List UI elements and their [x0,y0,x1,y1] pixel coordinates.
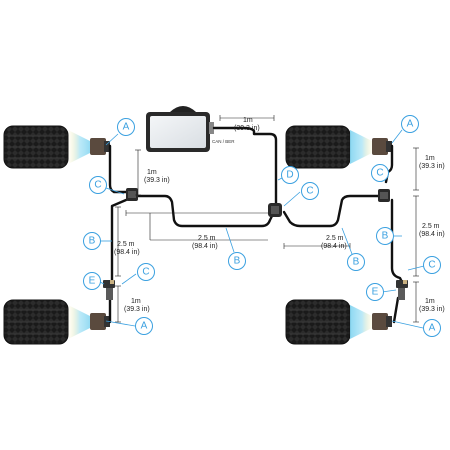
dim-center-right-length: 2.5 m [326,235,344,242]
dim-center-right-inches: (98.4 in) [321,243,347,250]
callouts [83,115,441,337]
callout-c-bottom-right: C [428,260,435,271]
callout-c-bottom-left: C [142,267,149,278]
callout-a-top-left: A [123,122,130,133]
sensor-top-right [372,138,392,155]
callout-c-top-left: C [94,180,101,191]
callout-c-top-right: C [376,168,383,179]
sensor-beam-top-left [68,130,92,164]
dim-right-long-inches: (98.4 in) [419,231,445,238]
dim-bottom-right-inches: (39.3 in) [419,306,445,313]
tire-top-left [3,125,69,169]
dim-left-long-inches: (98.4 in) [114,249,140,256]
tire-bottom-left [3,299,69,345]
callout-e-right: E [372,287,379,298]
connector-label: CAN / BER [212,139,235,144]
tire-top-right [285,125,351,169]
junction-left [126,188,138,201]
tire-bottom-right [285,299,351,345]
dim-center-left-length: 2.5 m [198,235,216,242]
dim-bottom-left-inches: (39.3 in) [124,306,150,313]
callout-b-center-right: B [353,257,360,268]
inline-connector-left [103,280,115,300]
sensor-beam-top-right [350,130,374,164]
dim-top-left-inches: (39.3 in) [144,177,170,184]
dim-bottom-left-length: 1m [131,298,141,305]
callout-d-center: D [286,170,293,181]
sensor-bottom-right [372,313,392,330]
dim-top-right-inches: (39.3 in) [419,163,445,170]
callout-e-left: E [89,276,96,287]
junction-center [268,203,282,217]
dim-top-center-length: 1m [243,117,253,124]
callout-c-center: C [306,186,313,197]
sensor-beam-bottom-left [68,305,92,339]
dim-left-long-length: 2.5 m [117,241,135,248]
callout-a-bottom-right: A [429,323,436,334]
junction-right [378,189,390,202]
sensor-beam-bottom-right [350,305,374,339]
dim-right-long-length: 2.5 m [422,223,440,230]
callout-b-left: B [89,236,96,247]
dim-top-center-inches: (39.3 in) [234,125,260,132]
callout-a-bottom-left: A [141,321,148,332]
dim-center-left-inches: (98.4 in) [192,243,218,250]
inline-connector-right [396,280,408,300]
sensor-top-left [90,138,110,155]
dim-top-left-length: 1m [147,169,157,176]
callout-b-center: B [234,256,241,267]
callout-a-top-right: A [407,119,414,130]
callout-b-right: B [382,231,389,242]
display-monitor [146,106,214,152]
dimension-lines [115,115,419,323]
dim-bottom-right-length: 1m [425,298,435,305]
dim-top-right-length: 1m [425,155,435,162]
